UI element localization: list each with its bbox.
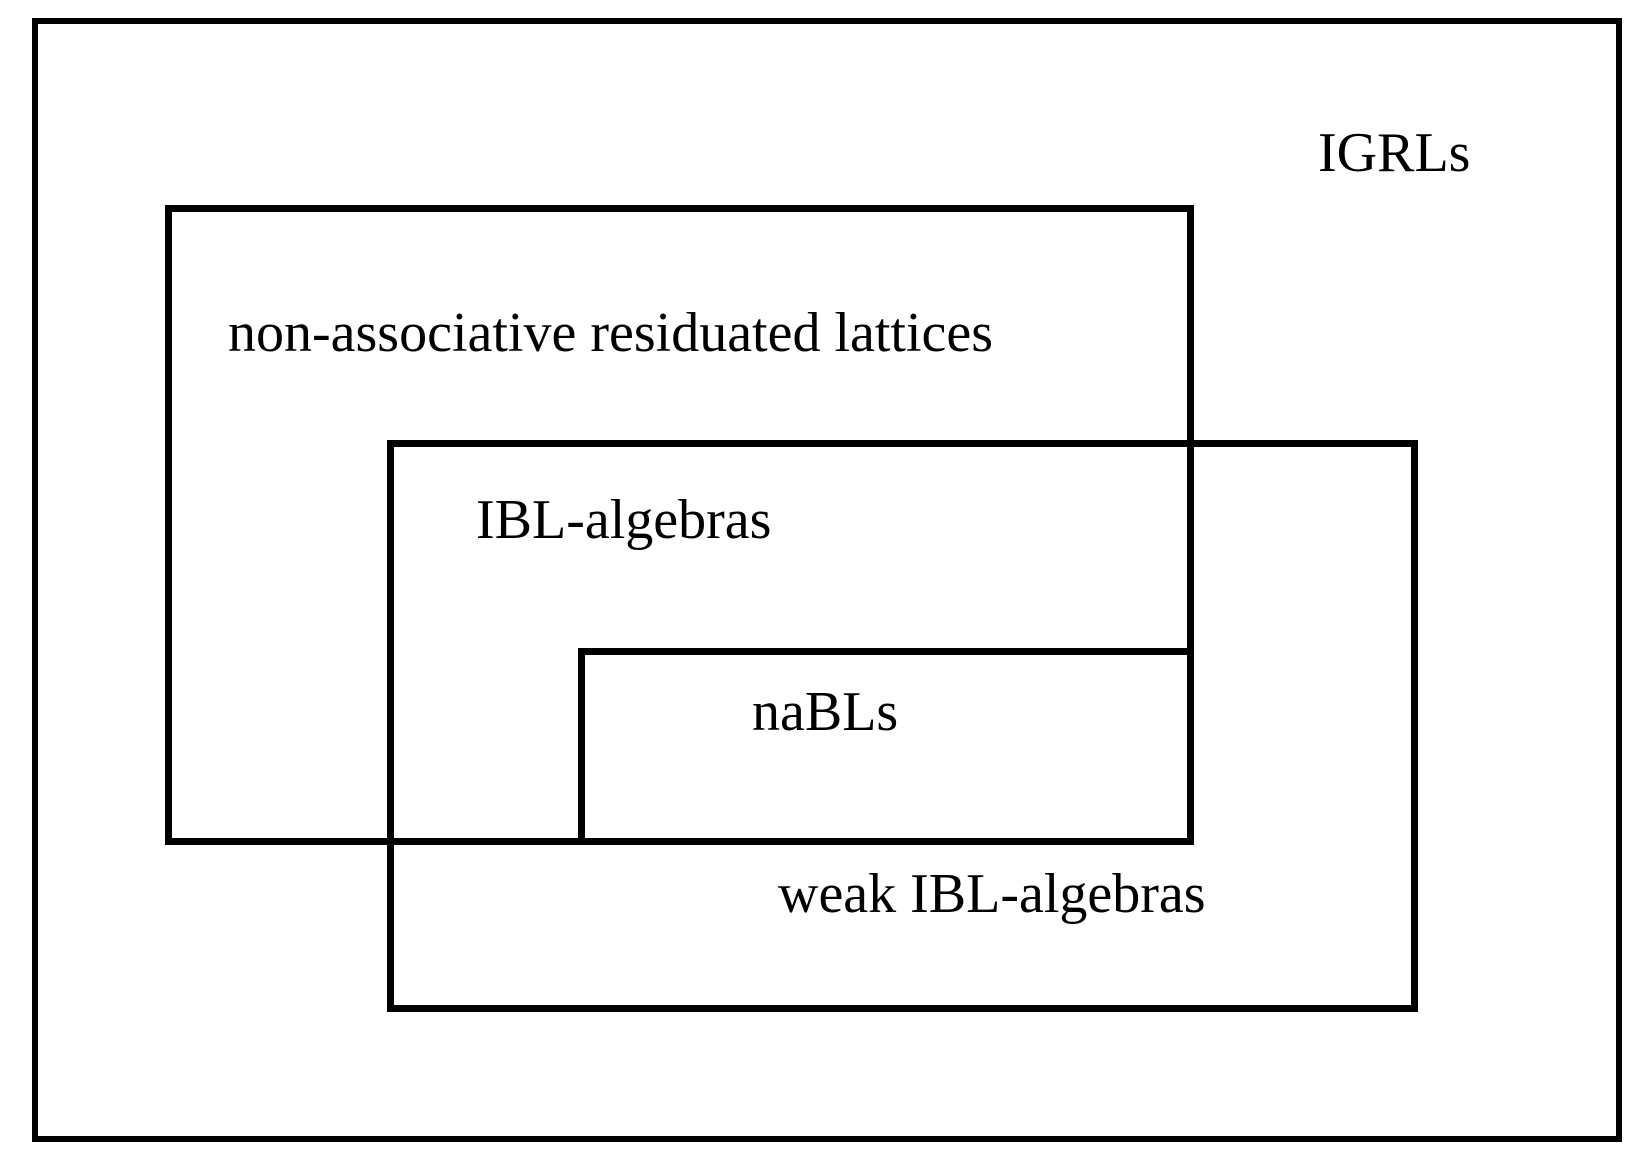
region-label-nabls: naBLs — [752, 681, 899, 743]
region-label-weak-ibl-algebras: weak IBL-algebras — [778, 863, 1206, 925]
region-box-weak-ibl-algebras — [387, 440, 1418, 1012]
region-label-non-associative-residuated-lattices: non-associative residuated lattices — [228, 302, 994, 364]
region-label-igrls: IGRLs — [1318, 122, 1471, 184]
region-box-nabls — [578, 648, 1194, 845]
region-box-igrls — [32, 18, 1622, 1142]
region-label-ibl-algebras: IBL-algebras — [476, 489, 772, 551]
